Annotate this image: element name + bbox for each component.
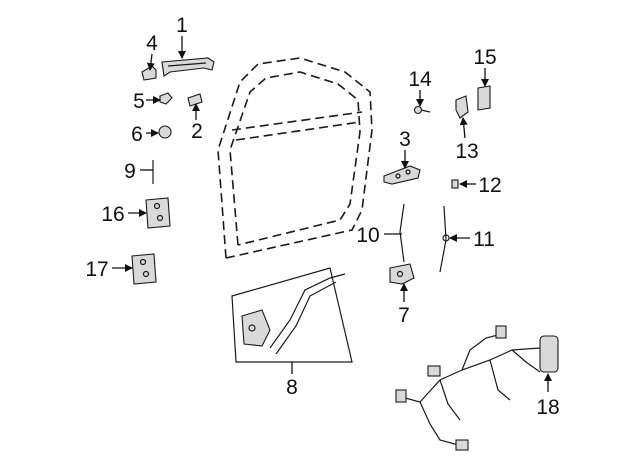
part-6-plug <box>158 125 172 139</box>
part-1-outside-handle <box>161 57 215 77</box>
part-3-inside-handle <box>383 165 421 185</box>
door-outline <box>217 57 373 259</box>
part-11-rod <box>439 205 450 273</box>
callout-7: 7 <box>398 304 410 327</box>
part-12-clip <box>451 179 459 189</box>
callout-18: 18 <box>536 396 559 419</box>
part-18-wiring-harness <box>395 325 559 451</box>
part-4-handle-cap <box>141 65 157 81</box>
callout-8: 8 <box>286 376 298 399</box>
callout-10: 10 <box>356 224 379 247</box>
callout-13: 13 <box>455 140 478 163</box>
leader-13 <box>459 117 468 139</box>
callout-16: 16 <box>101 203 124 226</box>
leader-4 <box>146 53 155 71</box>
part-13-bracket <box>455 95 469 119</box>
part-2-escutcheon <box>187 93 203 107</box>
part-16-upper-hinge <box>145 197 171 229</box>
part-15-plate <box>477 85 491 111</box>
callout-1: 1 <box>176 14 188 37</box>
leader-lines <box>112 36 552 392</box>
callout-9: 9 <box>124 160 136 183</box>
callout-12: 12 <box>478 174 501 197</box>
part-7-striker <box>389 263 415 285</box>
callout-14: 14 <box>408 68 432 91</box>
callout-5: 5 <box>133 90 145 113</box>
part-10-rod <box>399 203 405 263</box>
callout-6: 6 <box>131 123 143 146</box>
part-5-clip <box>159 92 173 105</box>
callout-15: 15 <box>473 46 496 69</box>
part-14-bolt <box>413 105 431 115</box>
callout-2: 2 <box>191 120 203 143</box>
part-8-lock-assembly <box>231 267 353 363</box>
callout-11: 11 <box>473 228 495 251</box>
part-17-lower-hinge <box>131 253 157 285</box>
callout-17: 17 <box>85 258 108 281</box>
callout-labels: 1 4 5 2 6 9 16 17 3 14 13 15 12 10 11 7 … <box>85 14 559 419</box>
callout-3: 3 <box>399 128 411 151</box>
callout-4: 4 <box>146 32 158 55</box>
